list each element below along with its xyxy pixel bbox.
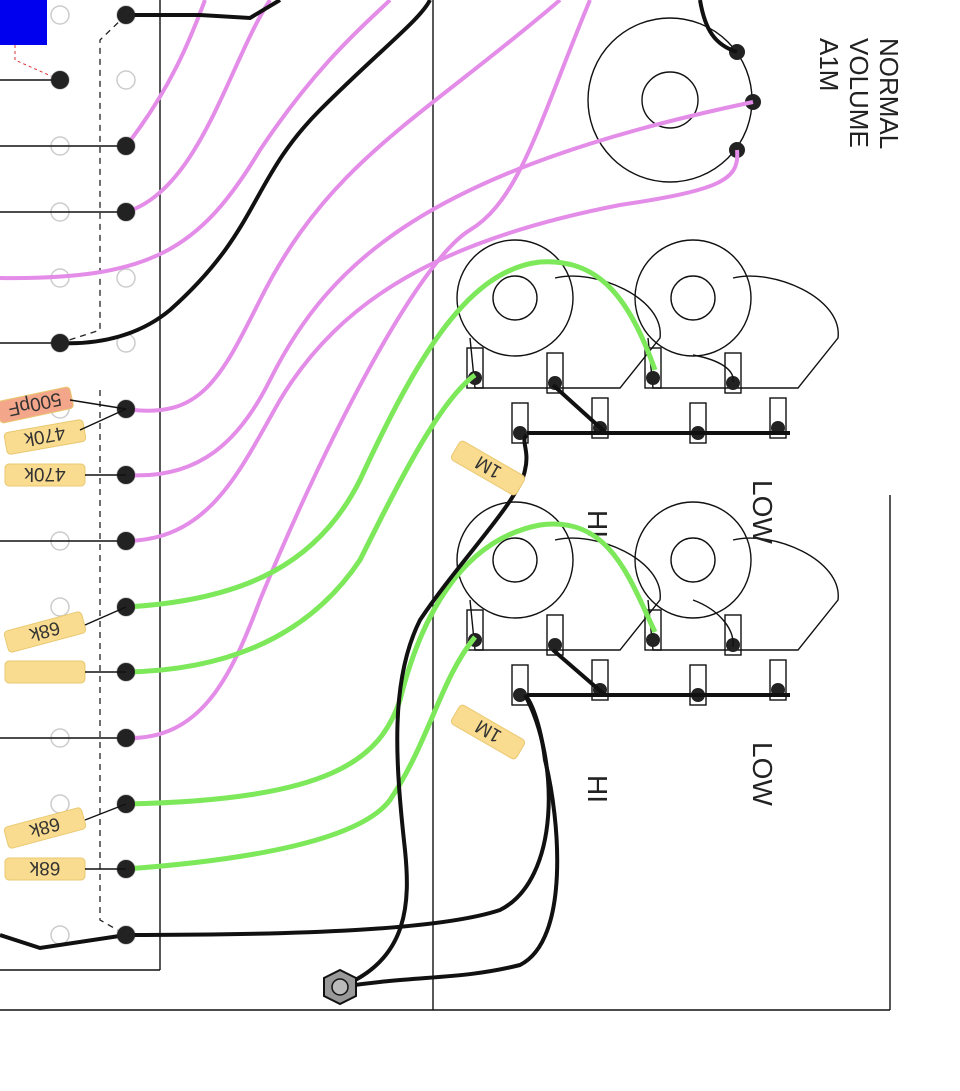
resistor: 1M xyxy=(450,704,526,760)
dashed-red-lead xyxy=(14,45,61,81)
jack-terminal xyxy=(511,664,529,706)
solder-lug xyxy=(51,334,69,352)
jack-terminal xyxy=(546,352,564,394)
resistor-body xyxy=(450,704,526,760)
blue-component xyxy=(0,0,47,45)
resistor-body xyxy=(0,386,74,424)
jack-terminal xyxy=(689,402,707,444)
pink-wires xyxy=(0,0,754,741)
jack xyxy=(634,239,839,444)
jack-terminal xyxy=(724,352,742,394)
jack-terminal xyxy=(591,659,609,701)
jack-terminal xyxy=(689,664,707,706)
eyelet-hole xyxy=(50,597,70,617)
resistor: 68k xyxy=(3,807,87,849)
solder-lug xyxy=(117,729,135,747)
volume-pot xyxy=(587,17,761,183)
jack-label-top-low: LOW xyxy=(747,480,778,544)
resistor-body xyxy=(4,660,86,684)
resistor: 68k xyxy=(3,611,87,653)
jack-terminal xyxy=(546,614,564,656)
solder-lug xyxy=(117,137,135,155)
eyelet-hole xyxy=(50,794,70,814)
green-wires xyxy=(125,259,658,872)
jack-terminal xyxy=(769,659,787,701)
jack xyxy=(634,501,839,706)
resistor-value: 68k xyxy=(29,857,60,878)
black-wires xyxy=(0,0,738,989)
resistor-lead xyxy=(79,408,127,431)
resistor-body xyxy=(450,440,526,496)
jack-terminal xyxy=(644,347,662,389)
resistor-lead xyxy=(69,399,127,410)
solder-lug xyxy=(117,203,135,221)
jack-solder-lug xyxy=(513,688,527,702)
resistor-value: 500pF xyxy=(6,388,63,420)
jack-solder-lug xyxy=(548,376,562,390)
eyelet-hole xyxy=(116,268,136,288)
jack-jumper-wire xyxy=(692,599,734,648)
pot-label: NORMAL VOLUME A1M xyxy=(814,38,904,156)
eyelet-hole xyxy=(50,925,70,945)
ground-lug-nut xyxy=(323,968,357,1006)
jack-terminal xyxy=(724,614,742,656)
resistor-value: 470k xyxy=(24,463,66,484)
jack-solder-lug xyxy=(548,638,562,652)
solder-lug xyxy=(117,532,135,550)
resistor: 68k xyxy=(4,857,86,881)
resistor: 470k xyxy=(4,463,86,487)
jack-solder-lug xyxy=(646,633,660,647)
jack-solder-lug xyxy=(726,376,740,390)
jack-jumper-wire xyxy=(692,354,734,383)
jack-jumper-wire xyxy=(551,648,607,697)
solder-lug xyxy=(117,6,135,24)
jack-terminal xyxy=(511,402,529,444)
jack-jumper-wire xyxy=(551,383,607,434)
jack-terminal xyxy=(466,609,484,651)
resistor-lead xyxy=(84,803,127,821)
jack-terminal xyxy=(644,609,662,651)
eyelet-hole xyxy=(50,5,70,25)
resistor-body xyxy=(3,807,87,849)
jack-terminal xyxy=(466,347,484,389)
solder-lug xyxy=(51,71,69,89)
resistor-lead xyxy=(84,606,127,626)
jack-terminal xyxy=(769,397,787,439)
resistor-body xyxy=(3,611,87,653)
solder-lug xyxy=(117,926,135,944)
resistor xyxy=(4,660,86,684)
eyelet-hole xyxy=(116,70,136,90)
jack-label-bottom-hi: HI xyxy=(582,775,613,803)
jack xyxy=(456,239,661,444)
jack-solder-lug xyxy=(646,371,660,385)
resistor: 1M xyxy=(450,440,526,496)
jack-label-bottom-low: LOW xyxy=(747,742,778,806)
resistor: 470k xyxy=(3,419,87,455)
resistor-body xyxy=(3,419,87,455)
